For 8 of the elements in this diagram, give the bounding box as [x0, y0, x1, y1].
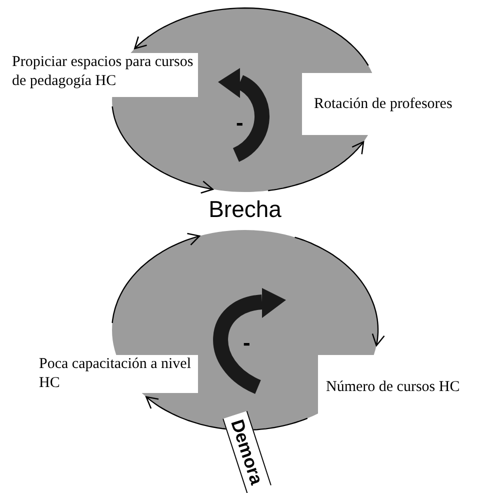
loop-arrow	[112, 232, 200, 324]
variable-text: Brecha	[195, 193, 295, 225]
loop-arrow	[112, 106, 214, 194]
loop-arrow	[268, 141, 364, 192]
loop-arrow	[294, 236, 385, 346]
polarity-sign: -	[243, 332, 250, 354]
loop-arrow	[134, 7, 369, 66]
polarity-sign: -	[236, 112, 244, 134]
